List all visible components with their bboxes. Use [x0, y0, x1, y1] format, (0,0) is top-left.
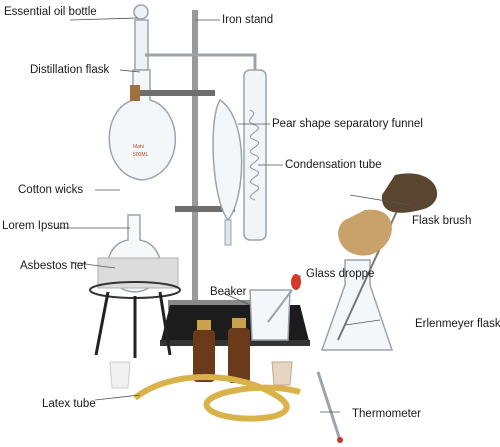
separatory-funnel — [212, 98, 243, 246]
label-beaker: Beaker — [210, 286, 247, 298]
clamp-upper — [130, 85, 215, 101]
amber-bottle-right — [228, 318, 250, 383]
label-asbestos-net: Asbestos net — [20, 260, 87, 272]
label-essential-oil-bottle: Essential oil bottle — [4, 6, 97, 18]
label-condensation-tube: Condensation tube — [285, 159, 382, 171]
leader-lines — [55, 17, 411, 413]
label-distillation-flask: Distillation flask — [30, 64, 110, 76]
glass-dropper — [267, 274, 301, 323]
white-stopper — [109, 361, 131, 389]
beaker — [249, 289, 291, 341]
tripod — [89, 281, 181, 358]
label-glass-dropper: Glass droppe — [306, 268, 375, 280]
flask-volume: 500ML — [133, 152, 149, 158]
label-latex-tube: Latex tube — [42, 398, 96, 410]
condensation-tube — [243, 69, 267, 241]
label-erlenmeyer-flask: Erlenmeyer flask — [415, 318, 500, 330]
label-iron-stand: Iron stand — [222, 14, 274, 26]
erlenmeyer-flask — [320, 259, 394, 351]
label-pear-funnel: Pear shape separatory funnel — [272, 118, 423, 130]
flask-brand: Mahi — [133, 144, 144, 150]
label-thermometer: Thermometer — [352, 408, 422, 420]
amber-bottle-left — [193, 320, 215, 382]
flask-brush — [337, 173, 438, 341]
label-cotton-wicks: Cotton wicks — [18, 184, 84, 196]
rubber-stopper — [271, 361, 293, 386]
thermometer-bulb — [337, 437, 343, 443]
condenser-arm — [145, 53, 257, 70]
label-lorem-ipsum: Lorem Ipsum — [2, 220, 70, 232]
latex-tube — [133, 374, 301, 422]
distillation-flask: Mahi 500ML — [108, 4, 177, 181]
thermometer — [316, 371, 342, 441]
clamp-lower — [175, 206, 235, 212]
label-flask-brush: Flask brush — [412, 215, 472, 227]
